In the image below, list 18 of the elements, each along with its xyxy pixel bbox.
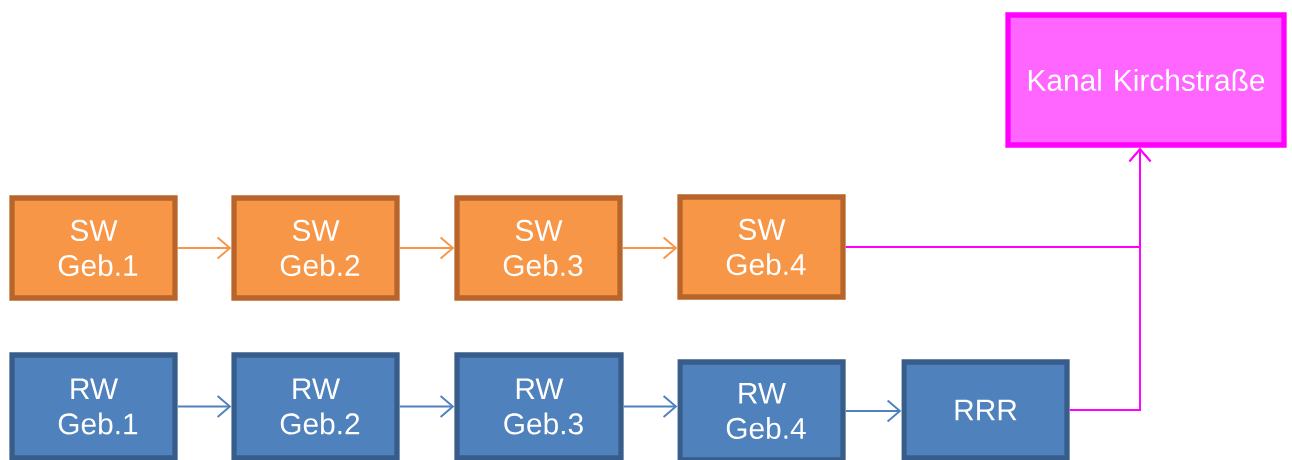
process-box: RW Geb.1: [9, 352, 178, 460]
arrow: [1068, 147, 1152, 411]
process-box: SW Geb.3: [454, 195, 623, 301]
process-box: RW Geb.4: [677, 359, 846, 460]
arrow: [176, 395, 232, 418]
arrow: [621, 236, 678, 260]
process-box: RW Geb.3: [454, 352, 624, 460]
process-box: RRR: [901, 359, 1070, 460]
arrow: [622, 395, 678, 418]
process-box: SW Geb.2: [231, 195, 400, 301]
arrow: [398, 236, 455, 260]
process-box: SW Geb.1: [9, 195, 178, 301]
arrow: [176, 236, 232, 260]
arrow: [844, 399, 902, 423]
process-box: RW Geb.2: [231, 352, 400, 460]
arrow: [398, 395, 455, 418]
process-box: SW Geb.4: [677, 194, 846, 300]
channel-box: Kanal Kirchstraße: [1005, 12, 1287, 148]
